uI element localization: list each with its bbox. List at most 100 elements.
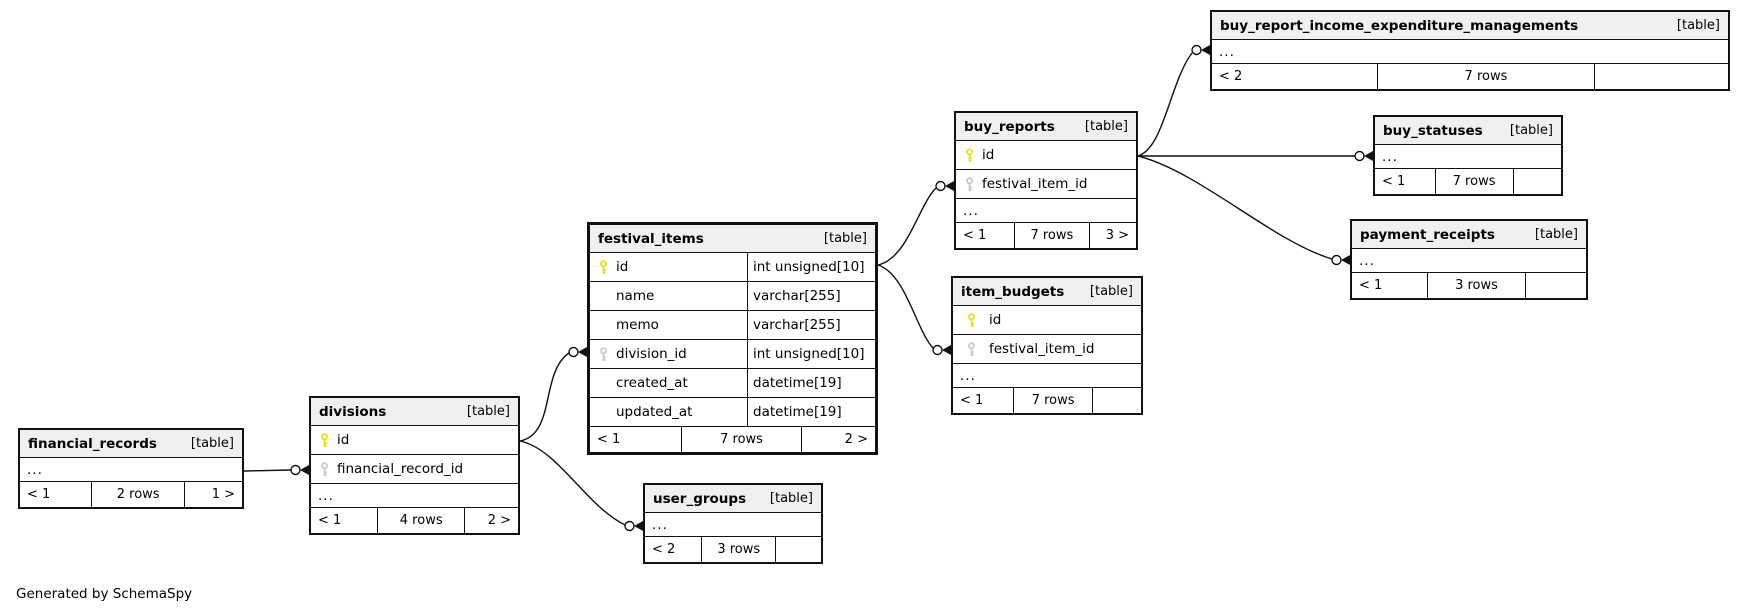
column-name: festival_item_id: [989, 341, 1095, 357]
row-count: 7 rows: [1013, 223, 1090, 248]
row-count: 3 rows: [1426, 273, 1525, 298]
table-tag: [table]: [466, 404, 510, 419]
table-header: buy_reports [table]: [956, 113, 1136, 140]
foreign-key-icon: [956, 176, 982, 192]
table-name: buy_reports: [964, 118, 1055, 135]
hidden-columns-row: ...: [20, 457, 242, 481]
table-buy_statuses[interactable]: buy_statuses [table] ... < 1 7 rows: [1373, 115, 1563, 196]
column-name: id: [616, 259, 629, 275]
row-count: 4 rows: [377, 508, 464, 533]
table-footer: < 1 2 rows 1 >: [20, 481, 242, 507]
hidden-columns-row: ...: [1212, 39, 1728, 63]
hidden-columns-row: ...: [1375, 144, 1561, 168]
hidden-columns-row: ...: [645, 512, 821, 536]
relationship-festival_items-buy_reports: [877, 180, 954, 266]
table-tag: [table]: [1676, 18, 1720, 33]
relationship-buy_reports-buy_report_income_expenditure_managements: [1137, 44, 1210, 157]
relationship-festival_items-item_budgets: [877, 264, 951, 356]
table-divisions[interactable]: divisions [table] id financial_record_id…: [309, 396, 520, 535]
children-count: 2 >: [464, 508, 518, 533]
children-count: 3 >: [1089, 223, 1136, 248]
hidden-columns-row: ...: [953, 363, 1141, 387]
table-payment_receipts[interactable]: payment_receipts [table] ... < 1 3 rows: [1350, 219, 1588, 300]
relationship-financial_records-divisions: [243, 464, 309, 476]
column-type: datetime[19]: [747, 398, 875, 426]
generator-credit: Generated by SchemaSpy: [16, 586, 193, 602]
row-count: 7 rows: [1434, 169, 1513, 194]
column-row: id: [953, 305, 1141, 334]
column-name: festival_item_id: [982, 176, 1088, 192]
table-tag: [table]: [1089, 284, 1133, 299]
table-header: user_groups [table]: [645, 485, 821, 512]
parents-count: < 1: [1382, 174, 1406, 189]
table-name: buy_report_income_expenditure_management…: [1220, 17, 1579, 34]
children-count: 1 >: [184, 482, 242, 507]
hidden-columns-row: ...: [956, 198, 1136, 222]
table-financial_records[interactable]: financial_records [table] ... < 1 2 rows…: [18, 428, 244, 509]
primary-key-icon: [956, 147, 982, 163]
column-name: name: [616, 288, 655, 304]
table-footer: < 2 3 rows: [645, 536, 821, 562]
column-type: varchar[255]: [747, 282, 875, 310]
parents-count: < 2: [1219, 69, 1243, 84]
row-count: 7 rows: [681, 427, 801, 452]
table-footer: < 2 7 rows: [1212, 63, 1728, 89]
table-footer: < 1 7 rows: [953, 387, 1141, 413]
table-buy_report_income_expenditure_managements[interactable]: buy_report_income_expenditure_management…: [1210, 10, 1730, 91]
table-item_budgets[interactable]: item_budgets [table] id festival_item_id…: [951, 276, 1143, 415]
primary-key-icon: [953, 312, 989, 328]
table-user_groups[interactable]: user_groups [table] ... < 2 3 rows: [643, 483, 823, 564]
primary-key-icon: [590, 259, 616, 275]
relationship-buy_reports-buy_statuses: [1138, 150, 1373, 162]
table-header: item_budgets [table]: [953, 278, 1141, 305]
table-footer: < 1 7 rows: [1375, 168, 1561, 194]
column-name: created_at: [616, 375, 688, 391]
table-tag: [table]: [1084, 119, 1128, 134]
table-buy_reports[interactable]: buy_reports [table] id festival_item_id …: [954, 111, 1138, 250]
foreign-key-icon: [953, 341, 989, 357]
column-name: division_id: [616, 346, 687, 362]
parents-count: < 2: [652, 542, 676, 557]
relationship-divisions-festival_items: [519, 346, 587, 442]
column-row: id: [956, 140, 1136, 169]
parents-count: < 1: [318, 513, 342, 528]
table-tag: [table]: [823, 231, 867, 246]
table-footer: < 1 7 rows 2 >: [590, 426, 875, 452]
table-header: buy_report_income_expenditure_management…: [1212, 12, 1728, 39]
parents-count: < 1: [27, 487, 51, 502]
table-tag: [table]: [769, 491, 813, 506]
table-tag: [table]: [1509, 123, 1553, 138]
children-count: [1512, 169, 1561, 194]
table-header: financial_records [table]: [20, 430, 242, 457]
children-count: [1525, 273, 1586, 298]
parents-count: < 1: [597, 432, 621, 447]
parents-count: < 1: [960, 393, 984, 408]
table-name: user_groups: [653, 490, 747, 507]
column-row: festival_item_id: [956, 169, 1136, 198]
table-festival_items[interactable]: festival_items [table] id int unsigned[1…: [587, 222, 878, 455]
table-header: festival_items [table]: [590, 225, 875, 252]
column-row: memo varchar[255]: [590, 310, 875, 339]
column-row: financial_record_id: [311, 454, 518, 483]
relationship-buy_reports-payment_receipts: [1137, 155, 1350, 266]
hidden-columns-row: ...: [1352, 248, 1586, 272]
table-tag: [table]: [1534, 227, 1578, 242]
column-row: name varchar[255]: [590, 281, 875, 310]
row-count: 7 rows: [1377, 64, 1594, 89]
column-name: financial_record_id: [337, 461, 464, 477]
row-count: 7 rows: [1013, 388, 1092, 413]
column-row: division_id int unsigned[10]: [590, 339, 875, 368]
children-count: [775, 537, 821, 562]
column-row: id int unsigned[10]: [590, 252, 875, 281]
table-footer: < 1 4 rows 2 >: [311, 507, 518, 533]
table-name: divisions: [319, 403, 387, 420]
table-header: divisions [table]: [311, 398, 518, 425]
table-name: buy_statuses: [1383, 122, 1483, 139]
column-type: varchar[255]: [747, 311, 875, 339]
column-name: id: [989, 312, 1002, 328]
column-type: datetime[19]: [747, 369, 875, 397]
column-type: int unsigned[10]: [747, 340, 875, 368]
table-name: financial_records: [28, 435, 157, 452]
children-count: [1092, 388, 1141, 413]
